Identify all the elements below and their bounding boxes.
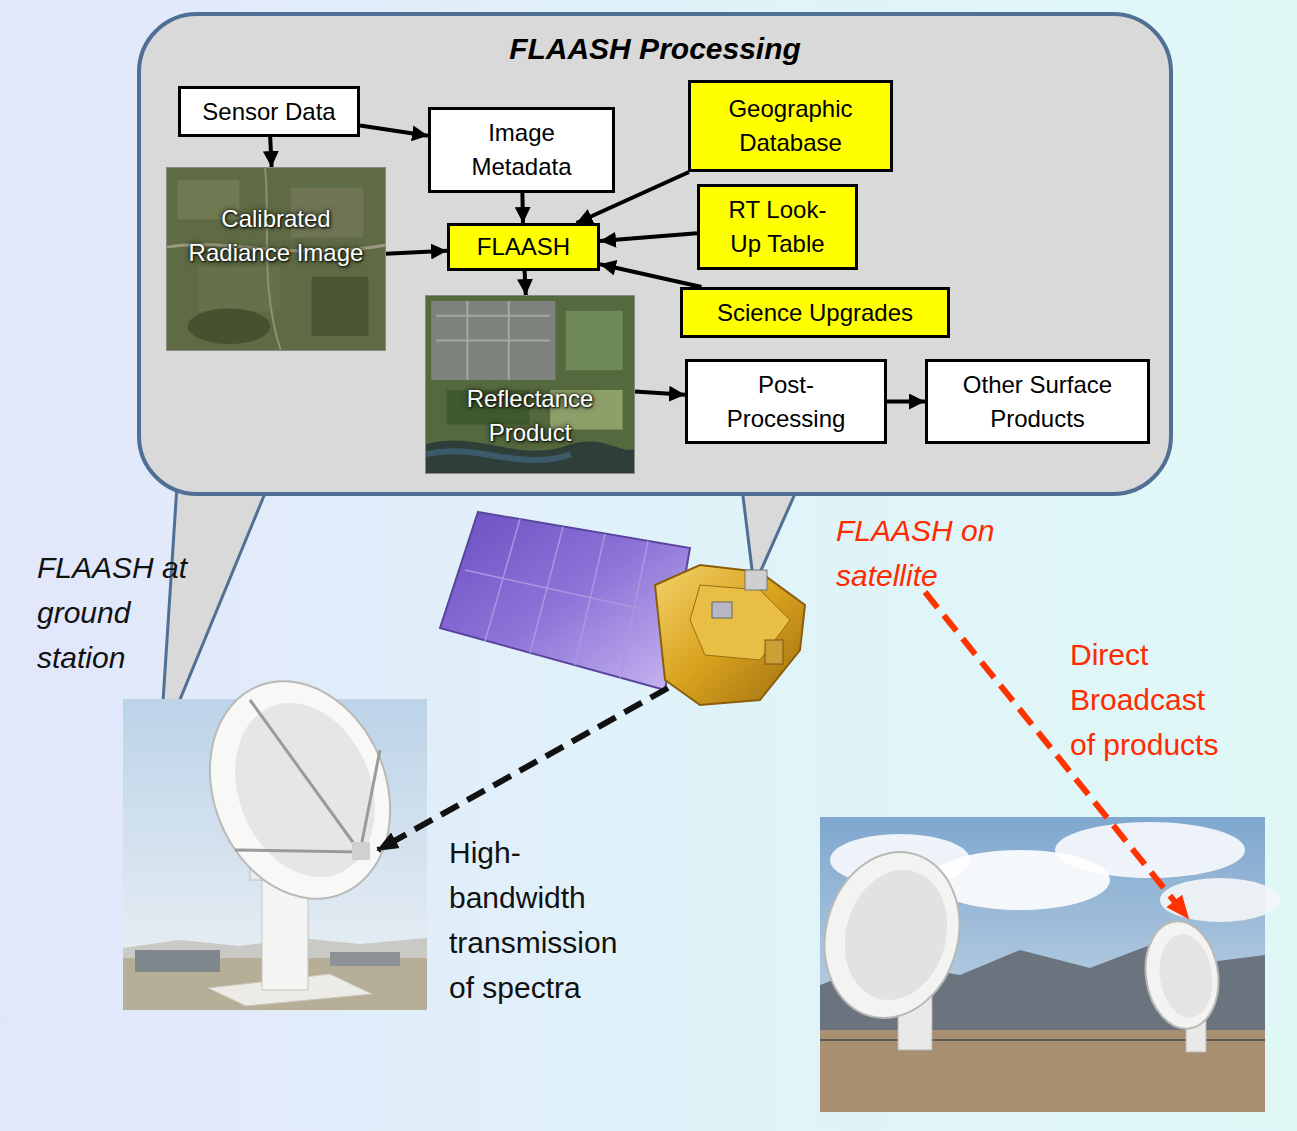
- image-box: Calibrated Radiance Image: [166, 167, 386, 351]
- node-text: FLAASH: [477, 230, 570, 264]
- location-label: FLAASH at ground station: [37, 545, 219, 680]
- arrow-connector: [635, 392, 685, 395]
- receiving-antennas-photo: [807, 817, 1280, 1112]
- panel-title: FLAASH Processing: [141, 32, 1169, 66]
- annotation-label: Direct Broadcast of products: [1070, 632, 1236, 767]
- arrow-connector: [520, 193, 525, 223]
- process-box: Sensor Data: [178, 86, 360, 137]
- node-text: Science Upgrades: [717, 296, 913, 330]
- highlight-box: Science Upgrades: [680, 287, 950, 338]
- location-label: FLAASH on satellite: [836, 508, 1018, 598]
- annotation-label: High-bandwidth transmission of spectra: [449, 830, 635, 1010]
- downlink-arrow: [378, 688, 668, 850]
- arrow-connector: [360, 125, 428, 135]
- node-text: RT Look-Up Table: [720, 193, 835, 261]
- arrow-connector: [887, 400, 925, 404]
- arrow-connector: [525, 271, 526, 295]
- processing-panel: FLAASH ProcessingSensor DataImage Metada…: [137, 12, 1173, 496]
- process-box: Image Metadata: [428, 107, 615, 193]
- highlight-box: Geographic Database: [688, 80, 893, 172]
- process-box: Other Surface Products: [925, 359, 1150, 444]
- process-box: Post-Processing: [685, 359, 887, 444]
- node-text: Image Metadata: [459, 116, 584, 184]
- node-text: Geographic Database: [703, 92, 878, 160]
- node-text: Sensor Data: [202, 95, 335, 129]
- node-text: Other Surface Products: [935, 368, 1140, 436]
- node-text: Calibrated Radiance Image: [176, 202, 376, 270]
- node-text: Post-Processing: [719, 368, 854, 436]
- ground-station-photo: [123, 654, 427, 1010]
- highlight-box: RT Look-Up Table: [697, 184, 858, 270]
- highlight-box: FLAASH: [447, 223, 600, 271]
- arrow-connector: [386, 251, 447, 254]
- arrow-connector: [270, 137, 271, 167]
- image-box: Reflectance Product: [425, 295, 635, 474]
- arrow-connector: [600, 233, 697, 241]
- satellite: [440, 512, 805, 705]
- node-text: Reflectance Product: [435, 382, 625, 450]
- arrow-connector: [600, 264, 702, 287]
